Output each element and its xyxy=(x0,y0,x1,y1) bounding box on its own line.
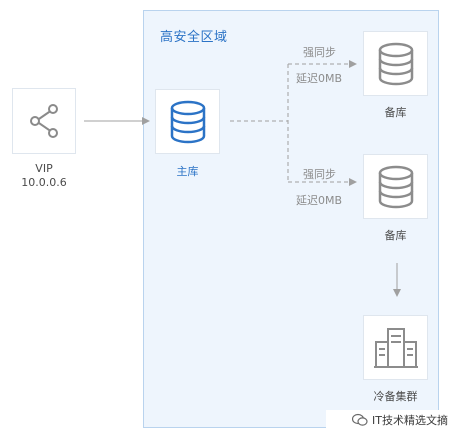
watermark: IT技术精选文摘 xyxy=(326,410,448,430)
vip-address: 10.0.0.6 xyxy=(21,176,67,189)
share-icon xyxy=(30,104,58,138)
server-cluster-icon xyxy=(373,327,418,368)
vip-node[interactable] xyxy=(12,88,76,154)
database-icon xyxy=(378,42,413,85)
primary-db-node[interactable] xyxy=(155,89,220,154)
replica-bottom-lag-label: 延迟0MB xyxy=(296,194,343,207)
replica-bottom-node[interactable] xyxy=(363,154,428,219)
replica-top-lag-label: 延迟0MB xyxy=(296,72,343,85)
database-icon xyxy=(170,100,205,143)
zone-title: 高安全区域 xyxy=(160,30,228,45)
replica-top-label: 备库 xyxy=(384,106,407,119)
primary-db-label: 主库 xyxy=(176,165,199,178)
replica-bottom-label: 备库 xyxy=(384,229,407,242)
wechat-icon xyxy=(352,413,368,426)
vip-label: VIP xyxy=(35,162,53,175)
replica-bottom-sync-label: 强同步 xyxy=(303,168,336,181)
database-icon xyxy=(378,165,413,208)
cold-cluster-node[interactable] xyxy=(363,315,428,380)
watermark-text: IT技术精选文摘 xyxy=(372,414,448,427)
replica-top-node[interactable] xyxy=(363,31,428,96)
cold-cluster-label: 冷备集群 xyxy=(373,390,418,403)
replica-top-sync-label: 强同步 xyxy=(303,46,336,59)
